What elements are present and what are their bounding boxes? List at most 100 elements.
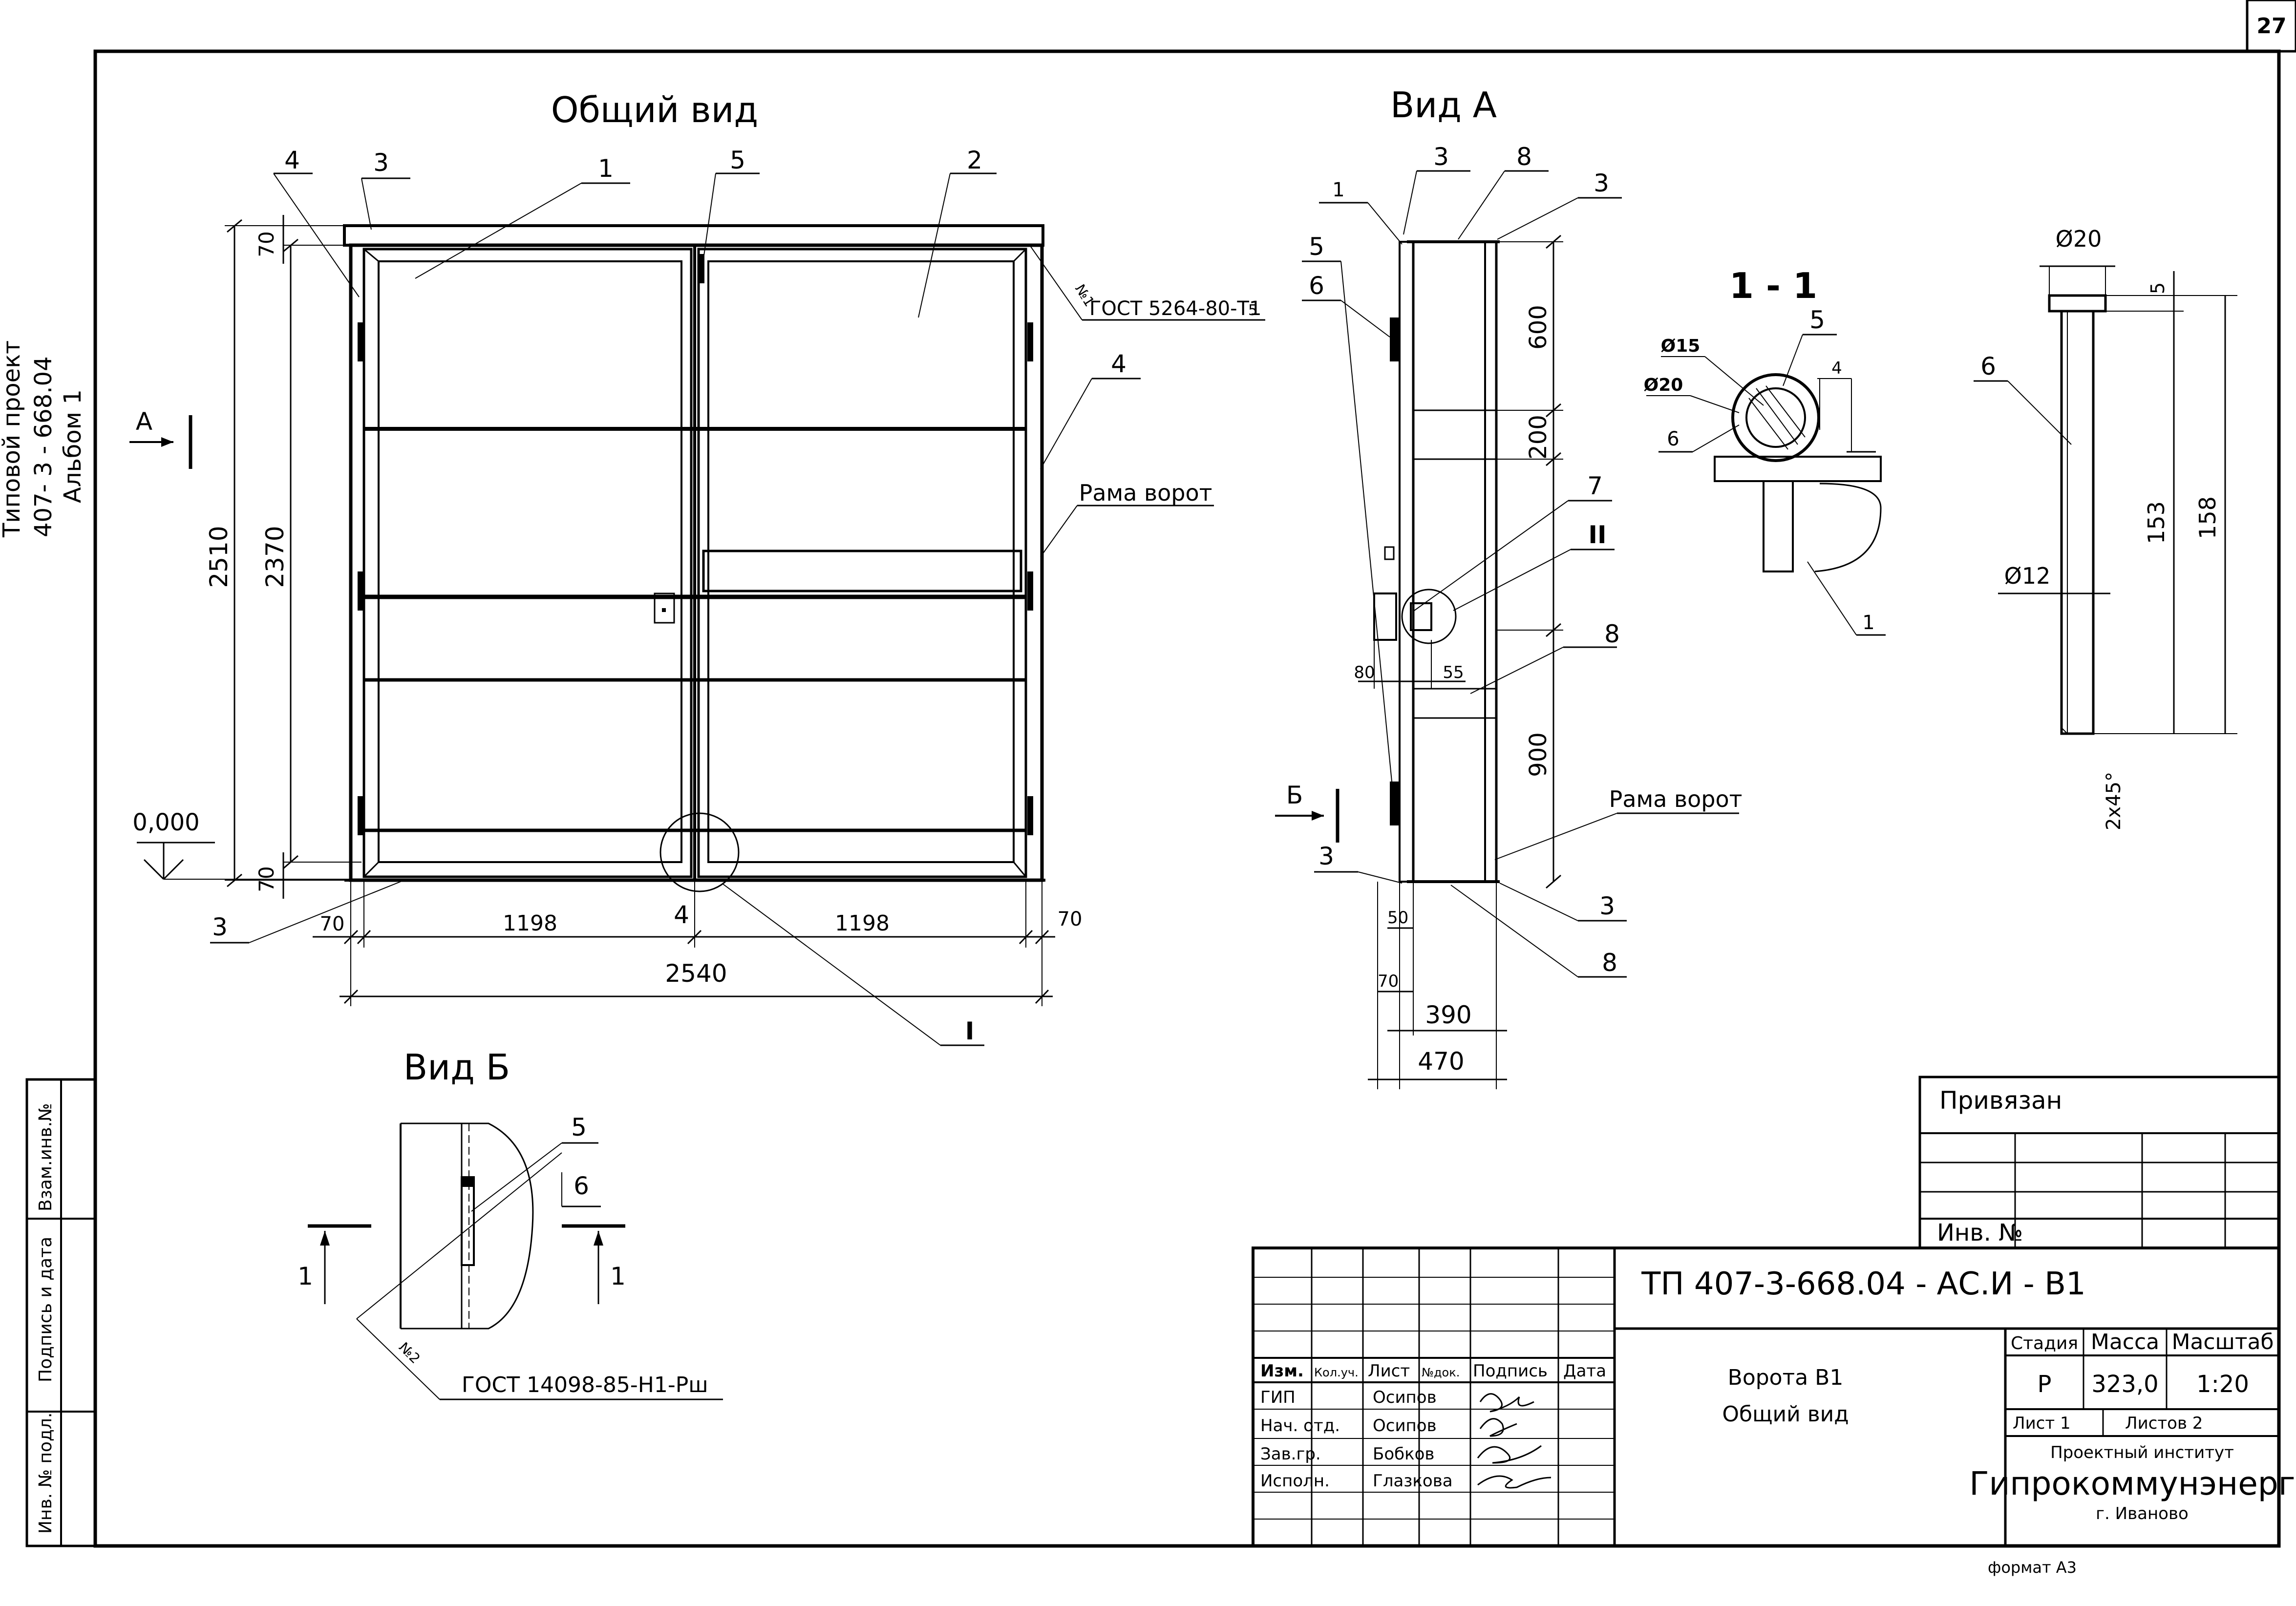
- dim-70-bottom: 70: [255, 866, 278, 892]
- dim-50: 50: [1387, 908, 1408, 928]
- tb-role-4: Исполн.: [1260, 1471, 1330, 1491]
- view-a-title: Вид А: [1390, 85, 1497, 126]
- tb-header-doc: №док.: [1422, 1366, 1460, 1379]
- view-a-small-dims: 80 55: [1354, 640, 1466, 689]
- dim-600: 600: [1525, 305, 1552, 350]
- callout-3b: 3: [212, 913, 228, 941]
- tb-role-2: Нач. отд.: [1260, 1416, 1340, 1436]
- sheet-number: 27: [2256, 14, 2286, 39]
- va-callout-6: 6: [1309, 272, 1324, 300]
- va-callout-5: 5: [1309, 232, 1324, 261]
- view-arrow-a: А: [129, 407, 192, 469]
- dim-200: 200: [1525, 415, 1552, 460]
- cut-left: 1: [298, 1262, 313, 1290]
- va-callout-7: 7: [1587, 472, 1603, 500]
- callout-4b: 4: [1111, 350, 1127, 378]
- dim-470: 470: [1418, 1047, 1464, 1076]
- tb-header-izm: Изм.: [1260, 1361, 1304, 1381]
- tb-scale: 1:20: [2196, 1371, 2249, 1398]
- va-callout-8c: 8: [1602, 949, 1617, 977]
- tb-mass: 323,0: [2091, 1371, 2158, 1398]
- view-a-bottom-dims: 50 70 390 470: [1368, 882, 1507, 1089]
- cut-right: 1: [610, 1262, 626, 1290]
- side-fields: Взам.инв.№ Подпись и дата Инв. № подл.: [25, 1078, 97, 1547]
- view-a: Вид А 3 8 3: [1275, 85, 1742, 1089]
- svg-text:0,000: 0,000: [132, 809, 199, 836]
- dim-390: 390: [1425, 1001, 1471, 1029]
- tb-name-line-1: Ворота В1: [1728, 1365, 1844, 1390]
- section-1-1: 1 - 1 Ø15 Ø20 4 5 6 1: [1644, 265, 1886, 636]
- sec-callout-1: 1: [1862, 612, 1874, 634]
- va-callout-3c: 3: [1318, 842, 1334, 870]
- title-block: Изм. Кол.уч. Лист №док. Подпись Дата ГИП…: [1252, 1247, 2296, 1577]
- general-vertical-dims: 2510 2370 70 70: [205, 215, 361, 899]
- va-frame-label: Рама ворот: [1609, 786, 1743, 812]
- gost-5264: ГОСТ 5264-80-Т1: [1089, 297, 1261, 320]
- section-title: 1 - 1: [1729, 265, 1817, 306]
- tb-name-1: Осипов: [1373, 1388, 1437, 1407]
- detail-ii-label: II: [1588, 521, 1606, 549]
- tb-scale-label: Масштаб: [2171, 1330, 2274, 1354]
- callout-3a: 3: [373, 148, 389, 177]
- va-callout-3d: 3: [1599, 892, 1615, 920]
- gost-weld-note: №1 ГОСТ 5264-80-Т1 5: [1030, 246, 1265, 321]
- pin-callout-6: 6: [1980, 352, 1996, 380]
- view-b: Вид Б 1 1 5 6 №2 ГОСТ 14098-85-Н1-Рш: [298, 1047, 723, 1400]
- tb-stage: Р: [2038, 1371, 2052, 1398]
- side-stamp-line-3: Альбом 1: [59, 389, 86, 503]
- dim-1198-left: 1198: [503, 911, 557, 936]
- tb-sheet-label: Лист 1: [2013, 1414, 2071, 1433]
- gost-leg-5: 5: [1248, 302, 1257, 319]
- tb-city: г. Иваново: [2096, 1504, 2189, 1523]
- pin-d158: 158: [2194, 496, 2221, 539]
- detail-i-label: I: [965, 1017, 975, 1045]
- binding-title: Привязан: [1939, 1086, 2062, 1115]
- vb-callout-5: 5: [571, 1113, 587, 1141]
- callout-1: 1: [598, 154, 614, 183]
- sheet-frame: 27: [93, 0, 2296, 1548]
- dim-70-va: 70: [1378, 972, 1399, 991]
- dim-70-left: 70: [320, 913, 345, 935]
- weld-number-2: №2: [396, 1339, 424, 1367]
- frame-label: Рама ворот: [1079, 480, 1212, 506]
- general-view-title: Общий вид: [551, 89, 758, 130]
- callout-4c: 4: [674, 901, 689, 929]
- tb-name-3: Бобков: [1373, 1444, 1434, 1464]
- svg-text:Б: Б: [1286, 781, 1303, 809]
- tb-mass-label: Масса: [2091, 1330, 2159, 1354]
- view-a-callouts: 3 8 3 1 5 6 7 II 8: [1302, 143, 1627, 978]
- side-field-signature: Подпись и дата: [36, 1237, 56, 1382]
- dim-2510: 2510: [205, 526, 233, 588]
- side-field-inv: Инв. № подл.: [36, 1413, 56, 1534]
- tb-sheets-label: Листов 2: [2125, 1414, 2203, 1433]
- view-b-title: Вид Б: [404, 1047, 510, 1088]
- binding-inv: Инв. №: [1937, 1219, 2023, 1247]
- va-callout-1: 1: [1332, 179, 1344, 201]
- side-stamp: Типовой проект 407- 3 - 668.04 Альбом 1: [0, 340, 86, 538]
- callout-5: 5: [730, 146, 745, 174]
- general-horizontal-dims: 70 1198 1198 70 2540: [313, 880, 1082, 1006]
- tb-name-2: Осипов: [1373, 1416, 1437, 1436]
- tb-institute-name: Гипрокоммунэнерго: [1969, 1465, 2296, 1502]
- sec-d15: Ø15: [1661, 336, 1701, 356]
- general-view: Общий вид: [129, 89, 1265, 1046]
- dim-70-right: 70: [1058, 908, 1083, 930]
- va-callout-8a: 8: [1516, 143, 1532, 171]
- level-mark: 0,000: [132, 809, 344, 880]
- gost-14098: ГОСТ 14098-85-Н1-Рш: [462, 1373, 708, 1397]
- dim-1198-right: 1198: [835, 911, 890, 936]
- tb-role-3: Зав.гр.: [1260, 1444, 1321, 1464]
- va-callout-3a: 3: [1433, 143, 1449, 171]
- callout-2: 2: [967, 146, 982, 174]
- tb-name-4: Глазкова: [1373, 1471, 1453, 1491]
- tb-name-line-2: Общий вид: [1722, 1402, 1849, 1427]
- tb-drawing-code: ТП 407-3-668.04 - АС.И - В1: [1641, 1266, 2085, 1302]
- dim-70-top: 70: [255, 231, 278, 257]
- va-callout-8b: 8: [1604, 620, 1620, 648]
- tb-header-list: Лист: [1368, 1361, 1410, 1381]
- pin-d153: 153: [2143, 501, 2169, 544]
- general-callouts: 4 3 1 5 2 4 3 4: [210, 146, 1141, 944]
- pin-chamfer: 2x45°: [2103, 772, 2125, 830]
